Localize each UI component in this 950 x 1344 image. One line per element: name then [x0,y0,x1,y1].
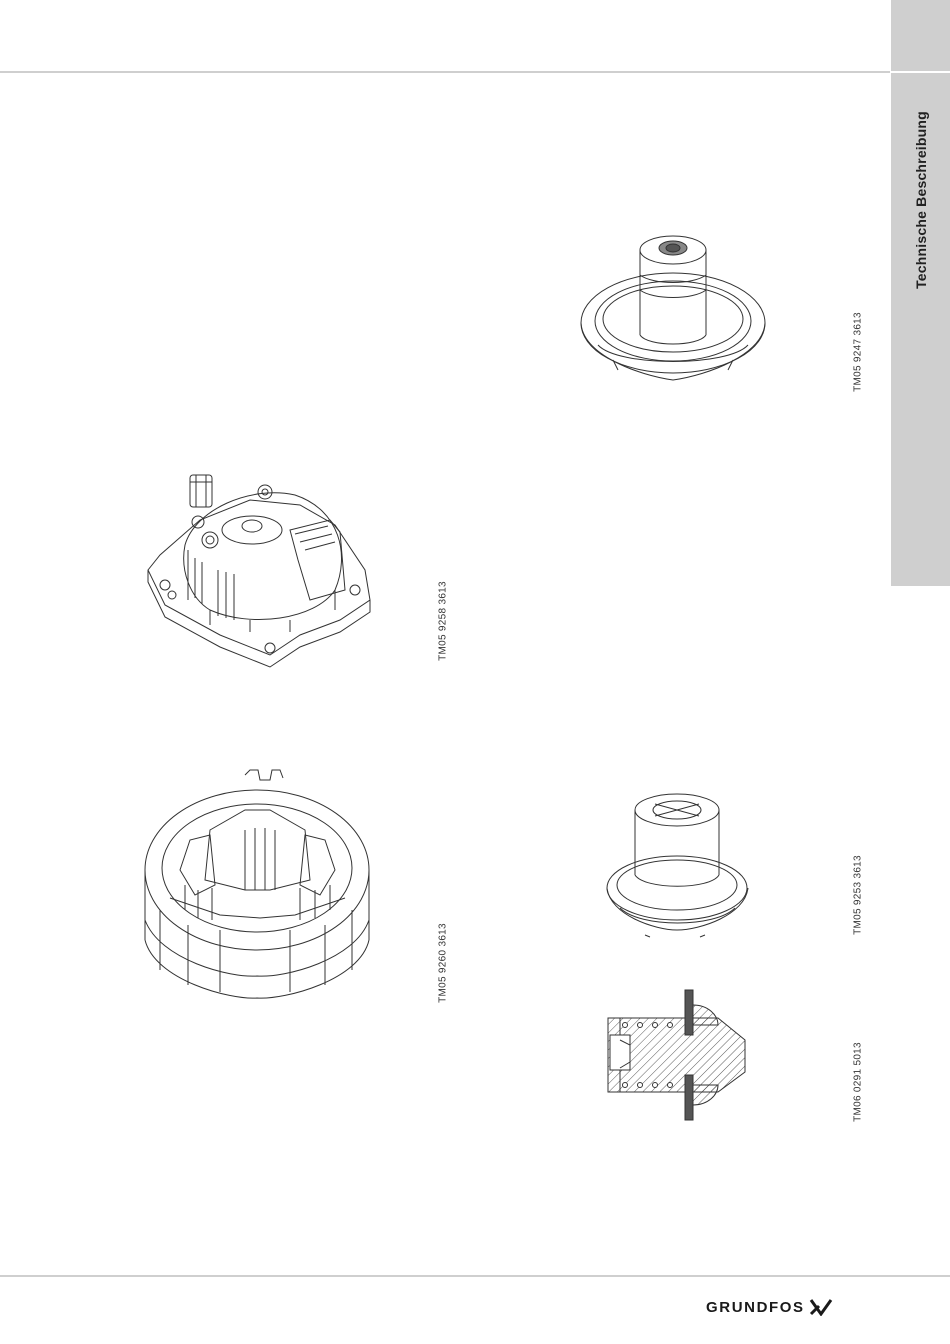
rotor-section-figure [600,990,750,1120]
figure-code: TM05 9247 3613 [853,312,864,392]
side-tab-label: Technische Beschreibung [913,111,929,289]
side-tab[interactable] [891,0,950,586]
stator-housing-figure [140,470,380,670]
bearing-plate-figure [578,225,768,385]
stator-winding-figure [140,770,375,1000]
brand-logo: GRUNDFOS [706,1296,833,1318]
figure-code: TM05 9253 3613 [853,855,864,935]
figure-code: TM06 0291 5013 [853,1042,864,1122]
grundfos-icon [809,1298,833,1316]
brand-wordmark: GRUNDFOS [706,1299,805,1316]
header-rule [0,71,890,73]
side-tab-separator [891,71,950,73]
footer-rule [0,1275,950,1277]
figure-code: TM05 9258 3613 [438,581,449,661]
rotor-shaft-figure [605,790,750,940]
figure-code: TM05 9260 3613 [438,923,449,1003]
